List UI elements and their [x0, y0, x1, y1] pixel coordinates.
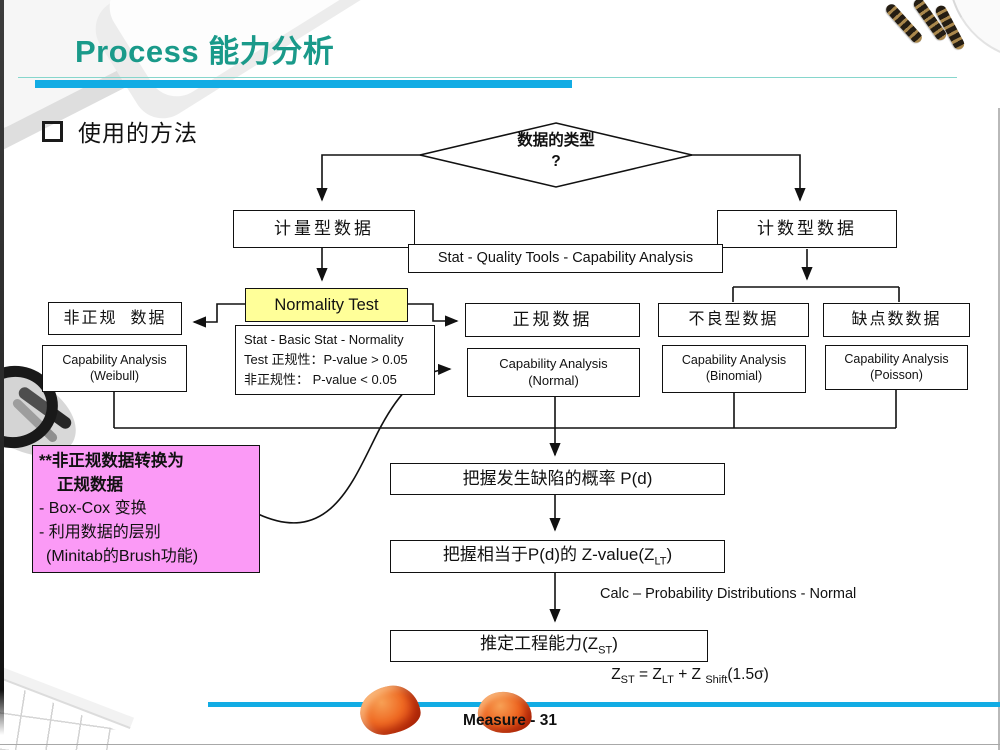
formula-part: + Z [673, 666, 706, 683]
transform-line3: - Box-Cox 变换 [39, 500, 147, 517]
slide-right-edge [998, 108, 1000, 750]
capability-label: Capability Analysis [844, 351, 949, 366]
zvalue-text: 把握相当于P(d)的 Z-value(ZLT) [443, 544, 672, 569]
formula-part: (1.5σ) [727, 666, 769, 683]
decision-line1: 数据的类型 [517, 132, 595, 149]
formula-sub: Shift [705, 674, 728, 687]
footer-accent-line [208, 702, 1000, 707]
page-number-label: Measure - 31 [463, 712, 557, 729]
calc-path-annotation: Calc – Probability Distributions - Norma… [600, 586, 857, 602]
page-title: Process 能力分析 [75, 34, 335, 69]
node-stat-quality-tools-path: Stat - Quality Tools - Capability Analys… [408, 244, 723, 273]
node-nonnormal-data: 非正规 数据 [48, 302, 182, 335]
node-capability-weibull: Capability Analysis (Weibull) [42, 345, 187, 392]
formula-sub: LT [661, 674, 674, 687]
normality-note-box: Stat - Basic Stat - Normality Test 正规性：P… [235, 325, 435, 395]
node-defective-data: 不良型数据 [658, 303, 809, 337]
node-capability-poisson: Capability Analysis (Poisson) [825, 345, 968, 390]
note-line2: Test 正规性：P-value > 0.05 [244, 351, 408, 367]
capability-dist: (Normal) [528, 372, 579, 388]
transform-line4: - 利用数据的层别 [39, 524, 161, 541]
zvalue-pre: 把握相当于P(d)的 Z-value(Z [442, 544, 655, 564]
section-heading-label: 使用的方法 [78, 120, 198, 146]
note-line3: 非正规性： P-value < 0.05 [244, 372, 397, 388]
decision-line2: ? [551, 152, 561, 170]
capability-label: Capability Analysis [499, 356, 608, 372]
capability-dist: (Binomial) [705, 369, 763, 383]
capability-dist: (Poisson) [870, 367, 923, 382]
node-attribute-data: 计数型数据 [717, 210, 897, 248]
transform-line5: (Minitab的Brush功能) [46, 548, 199, 565]
estimate-pre: 推定工程能力(Z [480, 634, 599, 654]
node-normality-test: Normality Test [245, 288, 408, 322]
estimate-post: ) [612, 634, 618, 654]
formula-part: Z [611, 666, 621, 683]
decision-node: 数据的类型 ? [446, 131, 666, 173]
node-zvalue: 把握相当于P(d)的 Z-value(ZLT) [390, 540, 725, 573]
capability-label: Capability Analysis [681, 353, 787, 368]
capability-label: Capability Analysis [62, 352, 167, 367]
zvalue-post: ) [666, 544, 673, 564]
node-pd-probability: 把握发生缺陷的概率 P(d) [390, 463, 725, 495]
square-bullet-icon [42, 120, 63, 142]
estimate-text: 推定工程能力(ZST) [480, 633, 618, 658]
decision-diamond-shape [419, 122, 693, 188]
node-variable-data: 计量型数据 [233, 210, 415, 248]
slide-left-edge [0, 0, 4, 750]
title-underline-thin [18, 77, 957, 78]
node-capability-normal: Capability Analysis (Normal) [467, 348, 640, 397]
note-line1: Stat - Basic Stat - Normality [244, 331, 404, 347]
zst-formula: ZST = ZLT + Z Shift(1.5σ) [560, 666, 820, 686]
title-underline [35, 80, 572, 88]
node-normal-data: 正规数据 [465, 303, 640, 337]
transform-line2: 正规数据 [57, 476, 123, 494]
formula-sub: ST [620, 674, 635, 687]
capability-dist: (Weibull) [89, 368, 140, 383]
transform-line1: **非正规数据转换为 [39, 452, 184, 470]
node-capability-binomial: Capability Analysis (Binomial) [662, 345, 806, 393]
zvalue-sub: LT [654, 555, 667, 568]
node-estimate-capability: 推定工程能力(ZST) [390, 630, 708, 662]
node-defect-count-data: 缺点数数据 [823, 303, 970, 337]
formula-part: = Z [634, 666, 662, 683]
transform-note-box: **非正规数据转换为 正规数据 - Box-Cox 变换 - 利用数据的层别 (… [32, 445, 260, 573]
section-heading: 使用的方法 [42, 114, 198, 148]
estimate-sub: ST [598, 644, 613, 657]
slide-bottom-edge [0, 744, 1000, 745]
